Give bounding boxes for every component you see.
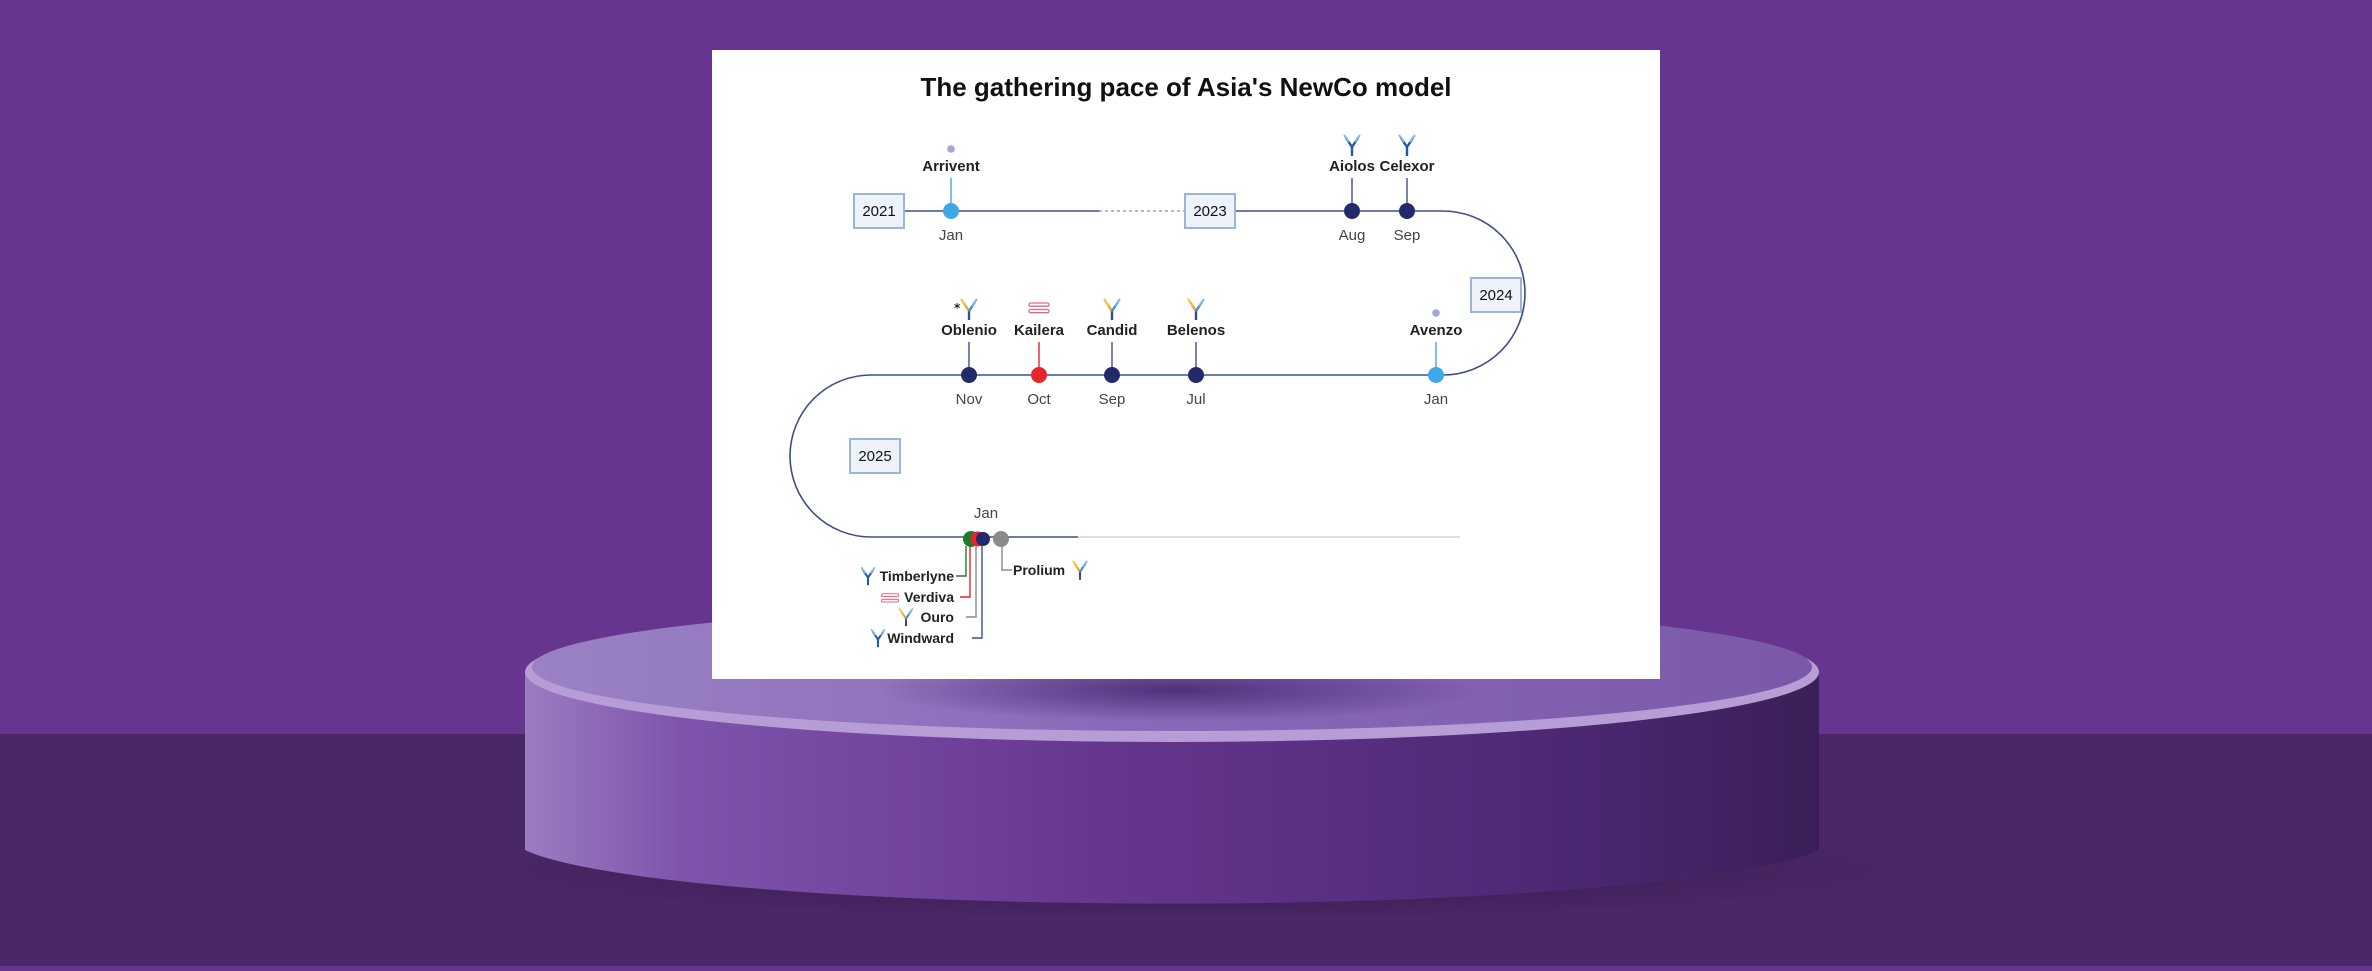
cluster-item-name: Windward [887, 630, 954, 646]
antibody-icon [1342, 133, 1362, 158]
cluster-dot-gray [993, 531, 1009, 547]
timeline-track [789, 210, 1526, 538]
year-label: 2021 [862, 203, 895, 220]
event-dot [943, 203, 959, 219]
event-month: Sep [1099, 391, 1126, 408]
year-box-2024: 2024 [1470, 277, 1522, 313]
chart-title: The gathering pace of Asia's NewCo model [920, 72, 1452, 102]
event-name: Oblenio [941, 322, 997, 339]
peptide-icon [880, 593, 900, 603]
bispecific-antibody-icon [898, 607, 914, 628]
event-name: Candid [1087, 322, 1138, 339]
year-box-2023: 2023 [1184, 193, 1236, 229]
event-dot [1399, 203, 1415, 219]
small-molecule-icon [947, 145, 955, 153]
cluster-leader [972, 546, 983, 639]
cluster-item-name: Ouro [921, 609, 954, 625]
cluster-month: Jan [974, 505, 998, 522]
event-dot [1344, 203, 1360, 219]
antibody-icon [1397, 133, 1417, 158]
year-label: 2025 [858, 448, 891, 465]
cluster-item-name: Prolium [1013, 562, 1065, 578]
cluster-leader [960, 546, 971, 598]
year-label: 2023 [1193, 203, 1226, 220]
cluster-dot-navy [976, 532, 990, 546]
event-month: Jan [1424, 391, 1448, 408]
cluster-item-name: Timberlyne [880, 568, 955, 584]
event-month: Sep [1394, 227, 1421, 244]
event-month: Aug [1339, 227, 1366, 244]
bispecific-antibody-icon [1071, 559, 1089, 581]
cluster-leader [1001, 546, 1012, 571]
event-name: Avenzo [1410, 322, 1463, 339]
event-name: Celexor [1379, 158, 1434, 175]
event-dot [1428, 367, 1444, 383]
event-dot [1031, 367, 1047, 383]
event-month: Nov [956, 391, 983, 408]
cluster-item-verdiva: Verdiva [904, 546, 971, 605]
cluster-leader [966, 546, 977, 618]
bispecific-antibody-icon [1102, 297, 1122, 322]
event-name: Aiolos [1329, 158, 1375, 175]
bispecific-antibody-icon [1186, 297, 1206, 322]
cluster-item-timberlyne: Timberlyne [880, 546, 967, 584]
event-dot [1104, 367, 1120, 383]
event-dot [961, 367, 977, 383]
event-month: Jul [1186, 391, 1205, 408]
event-name: Arrivent [922, 158, 980, 175]
track-main [789, 210, 1526, 538]
cluster-item-prolium: Prolium [1001, 546, 1089, 581]
event-name: Belenos [1167, 322, 1225, 339]
cluster-leader [956, 546, 967, 577]
star-mark: * [954, 301, 961, 315]
antibody-icon [860, 566, 876, 587]
year-box-frame [849, 438, 901, 474]
event-month: Oct [1027, 391, 1051, 408]
cluster-item-ouro: Ouro [921, 546, 977, 625]
bispecific-antibody-star-icon: * [954, 297, 979, 322]
year-label: 2024 [1479, 287, 1512, 304]
peptide-icon [1028, 302, 1050, 314]
small-molecule-icon [1432, 309, 1440, 317]
event-month: Jan [939, 227, 963, 244]
year-box-frame [1184, 193, 1236, 229]
year-box-frame [853, 193, 905, 229]
year-box-2021: 2021 [853, 193, 905, 229]
cluster-item-name: Verdiva [904, 589, 954, 605]
year-box-2025: 2025 [849, 438, 901, 474]
year-box-frame [1470, 277, 1522, 313]
antibody-icon [870, 628, 886, 649]
event-dot [1188, 367, 1204, 383]
cluster-item-windward: Windward [887, 546, 983, 646]
event-name: Kailera [1014, 322, 1065, 339]
